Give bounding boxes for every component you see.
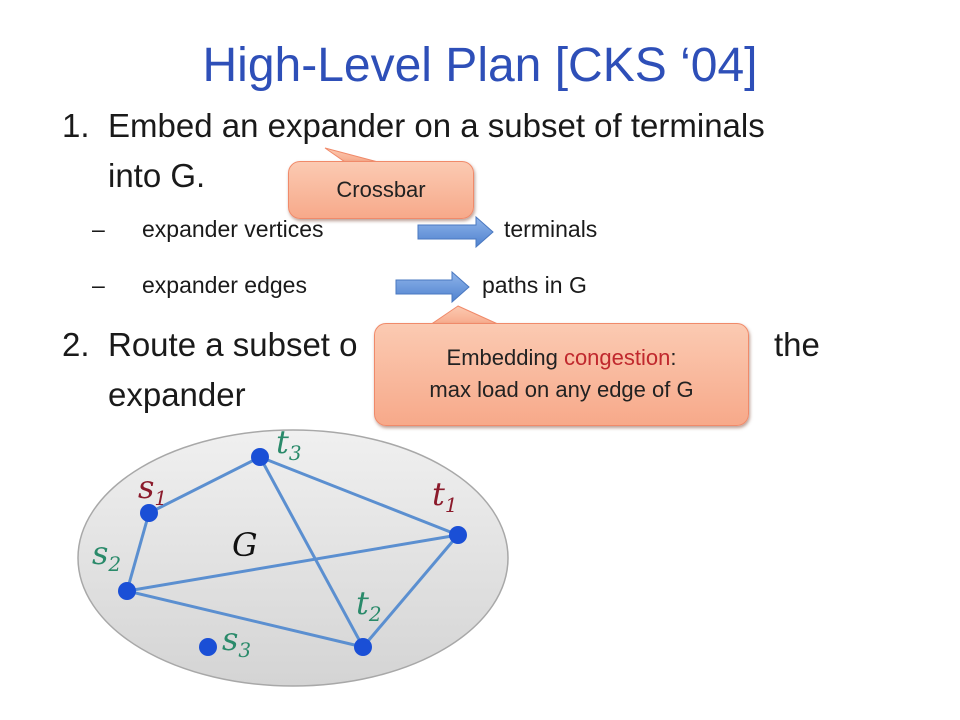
item-text-line2: into G. (108, 157, 206, 194)
label-s2: s2 (92, 534, 121, 576)
vertex-t2 (354, 638, 372, 656)
congestion-callout: Embedding congestion: max load on any ed… (374, 323, 749, 426)
label-s1: s1 (138, 468, 167, 510)
subitem-1-right: terminals (504, 216, 598, 242)
item-number: 2. (62, 326, 90, 363)
subitem-dash: – (92, 272, 105, 298)
item-number: 1. (62, 107, 90, 144)
item-text-line1: Embed an expander on a subset of termina… (108, 107, 765, 144)
callout-line2: max load on any edge of G (429, 377, 694, 402)
item-text-line1-end: the (774, 326, 820, 363)
subitem-2-left: expander edges (142, 272, 307, 298)
crossbar-callout: Crossbar (288, 161, 474, 219)
congestion-highlight: congestion (563, 345, 671, 370)
graph-edge (148, 455, 261, 515)
label-t1: t1 (432, 475, 458, 517)
subitem-2-right: paths in G (482, 272, 587, 298)
graph-edges (125, 455, 460, 649)
graph-edge (125, 512, 151, 592)
arrow-right-icon (395, 270, 470, 304)
label-t3: t3 (276, 423, 302, 465)
item-text-line2: expander (108, 376, 246, 413)
graph-edge (126, 533, 459, 593)
callout-text: Crossbar (336, 177, 426, 202)
vertex-s2 (118, 582, 136, 600)
graph-edge (126, 589, 364, 649)
label-s3: s3 (222, 620, 251, 662)
label-t2: t2 (356, 584, 382, 626)
graph-edge (361, 534, 460, 648)
label-G: G (232, 526, 258, 564)
subitem-1-left: expander vertices (142, 216, 324, 242)
callout-line1: Embedding congestion: (446, 345, 677, 370)
graph-edge (259, 455, 459, 537)
subitem-dash: – (92, 216, 105, 242)
vertex-s1 (140, 504, 158, 522)
vertex-t3 (251, 448, 269, 466)
vertex-s3 (199, 638, 217, 656)
graph-edge (258, 456, 365, 648)
slide-title: High-Level Plan [CKS ‘04] (202, 39, 758, 92)
vertex-t1 (449, 526, 467, 544)
arrow-right-icon (417, 215, 494, 249)
callout-pointer (324, 147, 379, 163)
item-text-line1: Route a subset o (108, 326, 358, 363)
